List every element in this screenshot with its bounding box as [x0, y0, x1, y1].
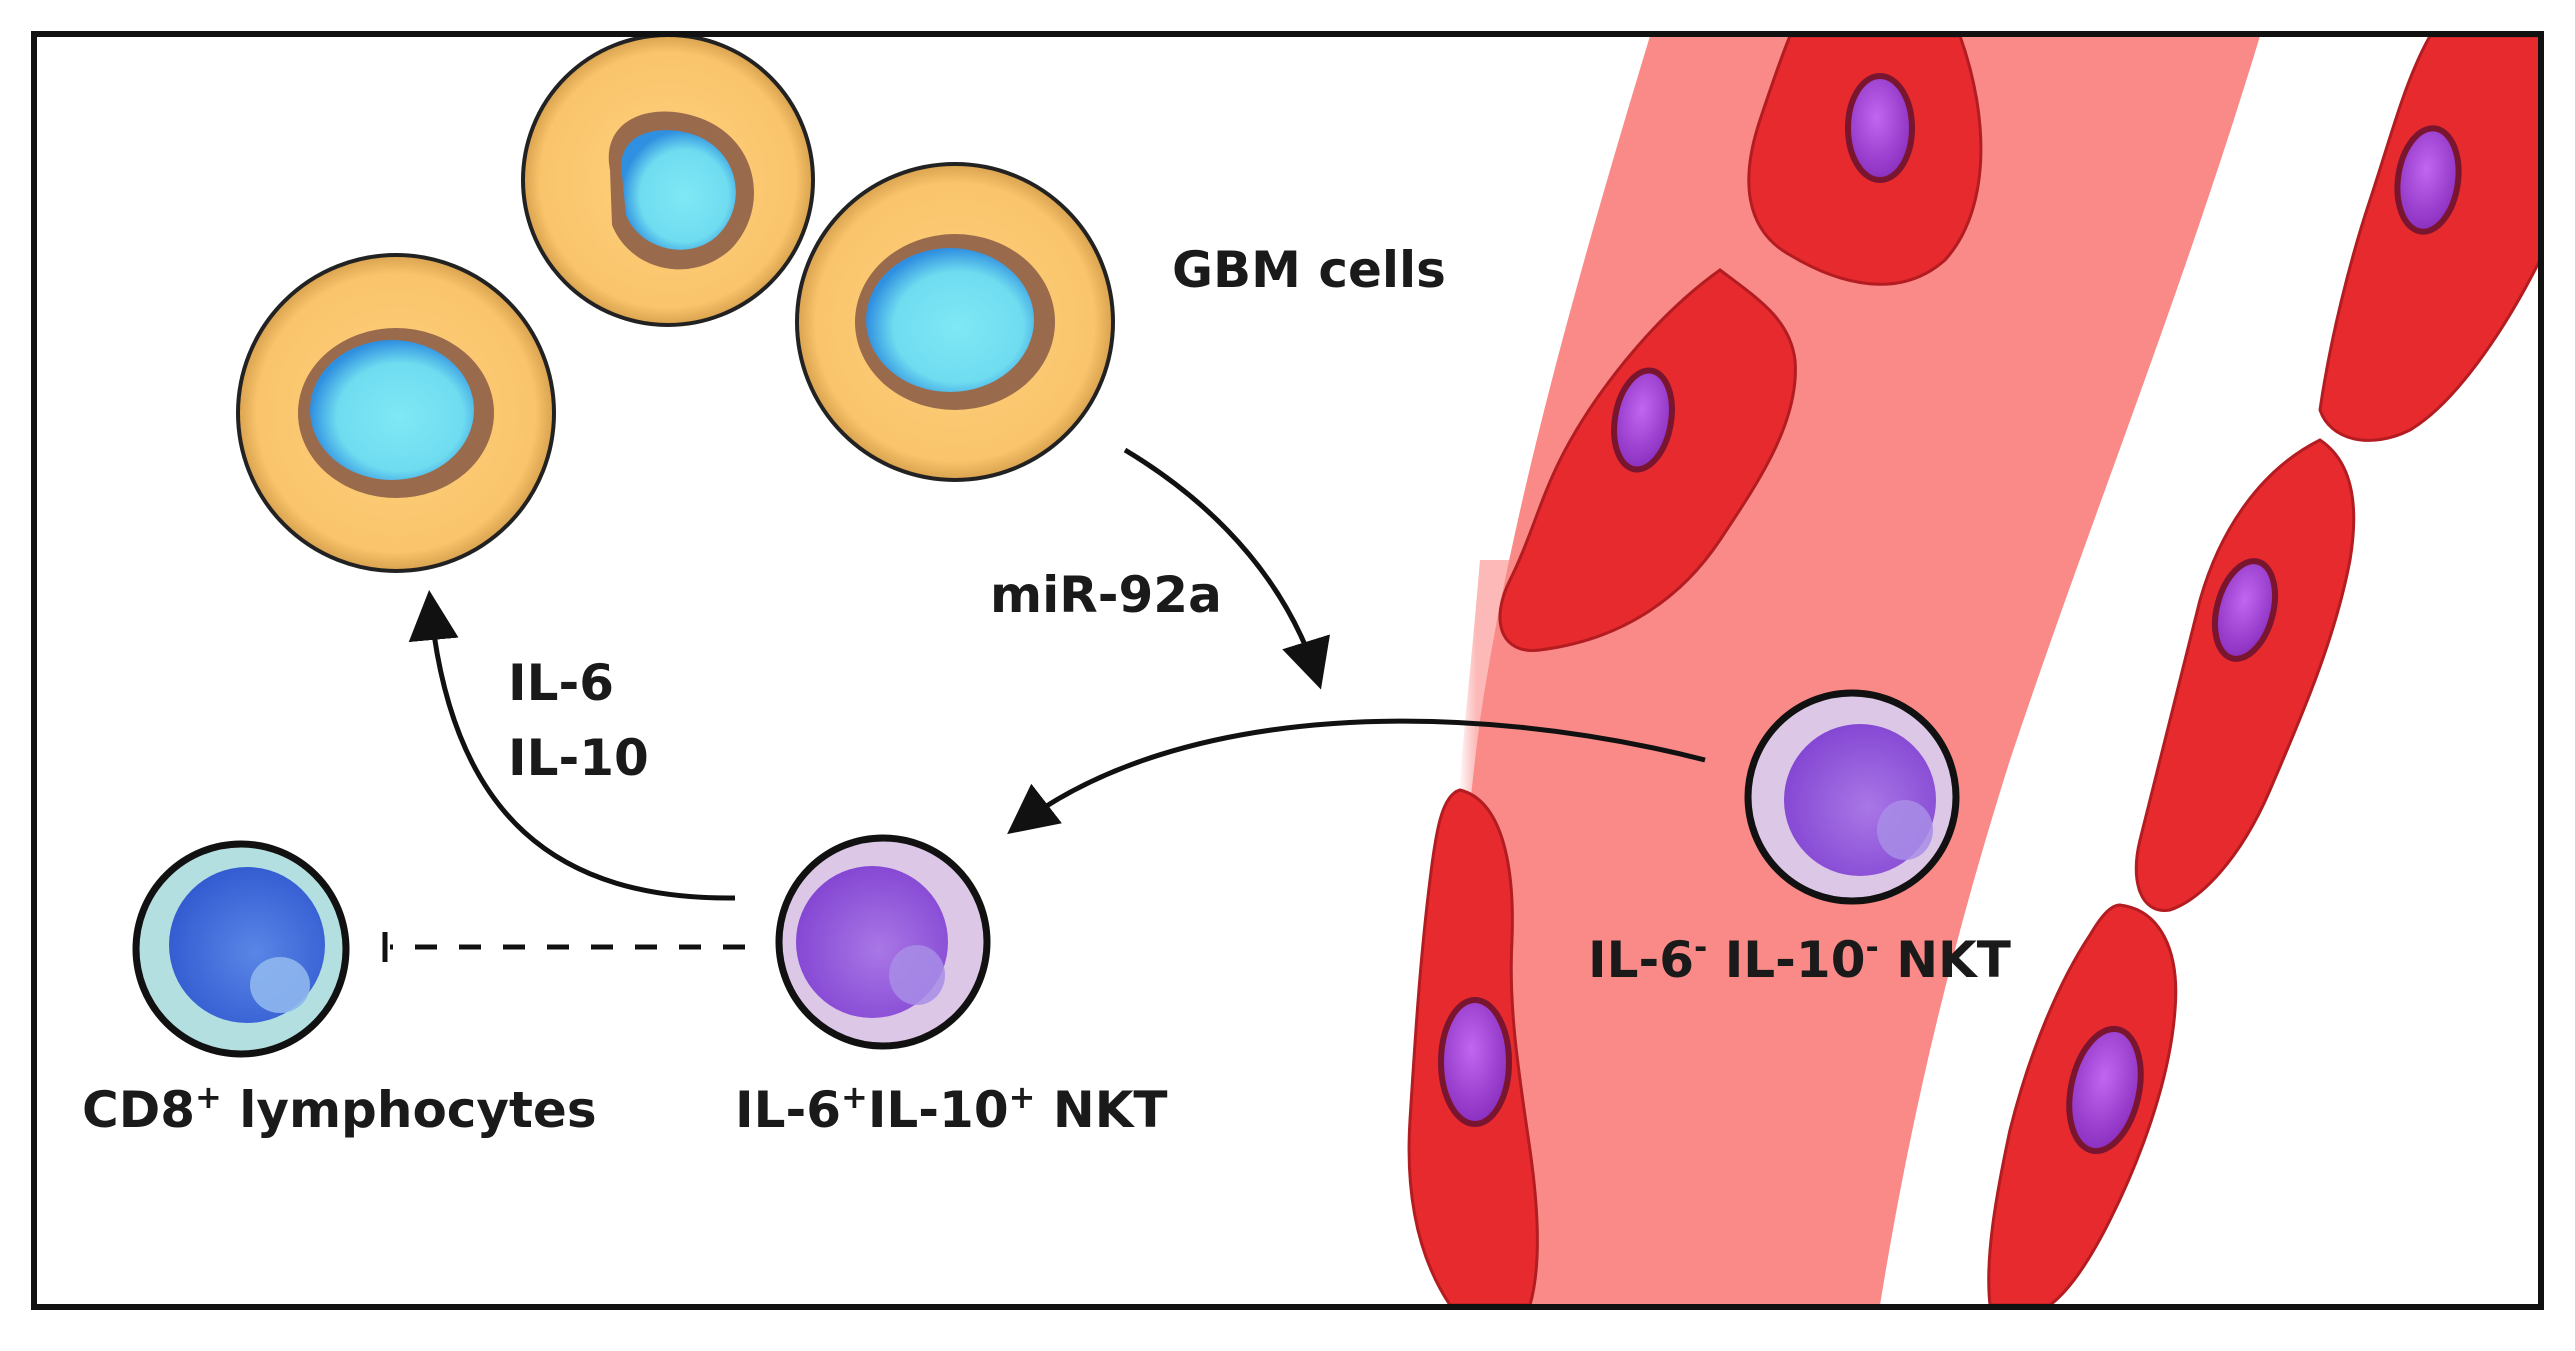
gbm-cells-label: GBM cells: [1172, 241, 1446, 299]
nkt-cell-icon: [1744, 689, 1960, 905]
gbm-cell-icon: [795, 162, 1115, 482]
diagram-frame: [31, 31, 2544, 1310]
nkt-cell-icon: [775, 834, 991, 1050]
il10-label: IL-10: [508, 729, 649, 787]
cd8-lymphocyte-icon: [132, 840, 350, 1058]
nkt-conversion-arrow: [1007, 718, 1706, 835]
mirna-label: miR-92a: [990, 566, 1222, 624]
gbm-cell-icon: [236, 253, 556, 573]
cytokine-arrow: [408, 590, 736, 901]
vessel-right-wall: [1987, 34, 2542, 1307]
il6-label: IL-6: [508, 654, 614, 712]
mirna-arrow: [1123, 447, 1330, 690]
nkt-positive-label: IL-6+IL-10+ NKT: [735, 1078, 1168, 1139]
gbm-cell-icon: [521, 33, 815, 327]
cd8-label: CD8+ lymphocytes: [82, 1078, 597, 1139]
vessel-left-wall: [1407, 34, 1983, 1307]
nkt-negative-label: IL-6- IL-10- NKT: [1588, 928, 2011, 989]
endothelial-cell-icon: [2134, 438, 2356, 912]
endothelial-cell-icon: [2318, 34, 2542, 442]
